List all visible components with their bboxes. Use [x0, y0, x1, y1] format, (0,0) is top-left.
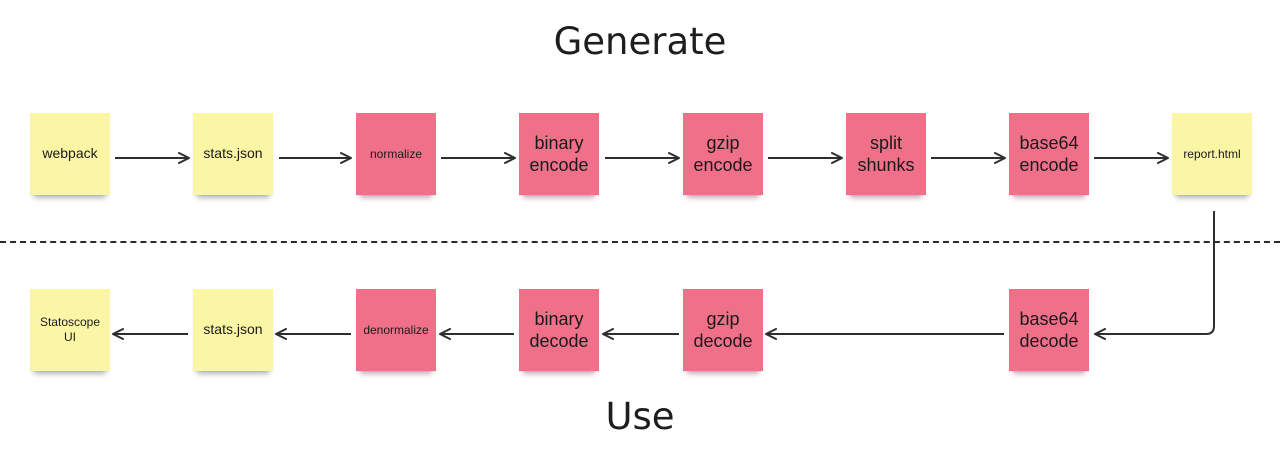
- note-label: split shunks: [857, 132, 915, 176]
- section-divider: [0, 241, 1280, 243]
- note-binary-decode: binary decode: [519, 289, 599, 371]
- note-gzip-encode: gzip encode: [683, 113, 763, 195]
- note-label: base64 decode: [1019, 308, 1079, 352]
- note-label: webpack: [42, 145, 98, 162]
- note-denormalize: denormalize: [356, 289, 436, 371]
- note-label: binary decode: [529, 308, 589, 352]
- note-label: Statoscope UI: [39, 315, 101, 344]
- note-webpack: webpack: [30, 113, 110, 195]
- note-label: base64 encode: [1019, 132, 1079, 176]
- note-label: gzip encode: [693, 132, 753, 176]
- note-label: denormalize: [363, 322, 429, 337]
- note-statoscope-ui: Statoscope UI: [30, 289, 110, 371]
- title-generate: Generate: [553, 20, 727, 63]
- note-base64-encode: base64 encode: [1009, 113, 1089, 195]
- note-normalize: normalize: [356, 113, 436, 195]
- note-split-shunks: split shunks: [846, 113, 926, 195]
- note-label: stats.json: [203, 321, 263, 338]
- note-label: stats.json: [203, 145, 263, 162]
- note-gzip-decode: gzip decode: [683, 289, 763, 371]
- note-stats-json-generate: stats.json: [193, 113, 273, 195]
- note-binary-encode: binary encode: [519, 113, 599, 195]
- note-label: normalize: [369, 146, 423, 161]
- title-use: Use: [605, 395, 675, 438]
- note-stats-json-use: stats.json: [193, 289, 273, 371]
- note-label: binary encode: [529, 132, 589, 176]
- note-base64-decode: base64 decode: [1009, 289, 1089, 371]
- arrow-report-to-base64-decode: [1094, 211, 1215, 340]
- note-label: report.html: [1183, 146, 1241, 161]
- note-report-html: report.html: [1172, 113, 1252, 195]
- note-label: gzip decode: [693, 308, 753, 352]
